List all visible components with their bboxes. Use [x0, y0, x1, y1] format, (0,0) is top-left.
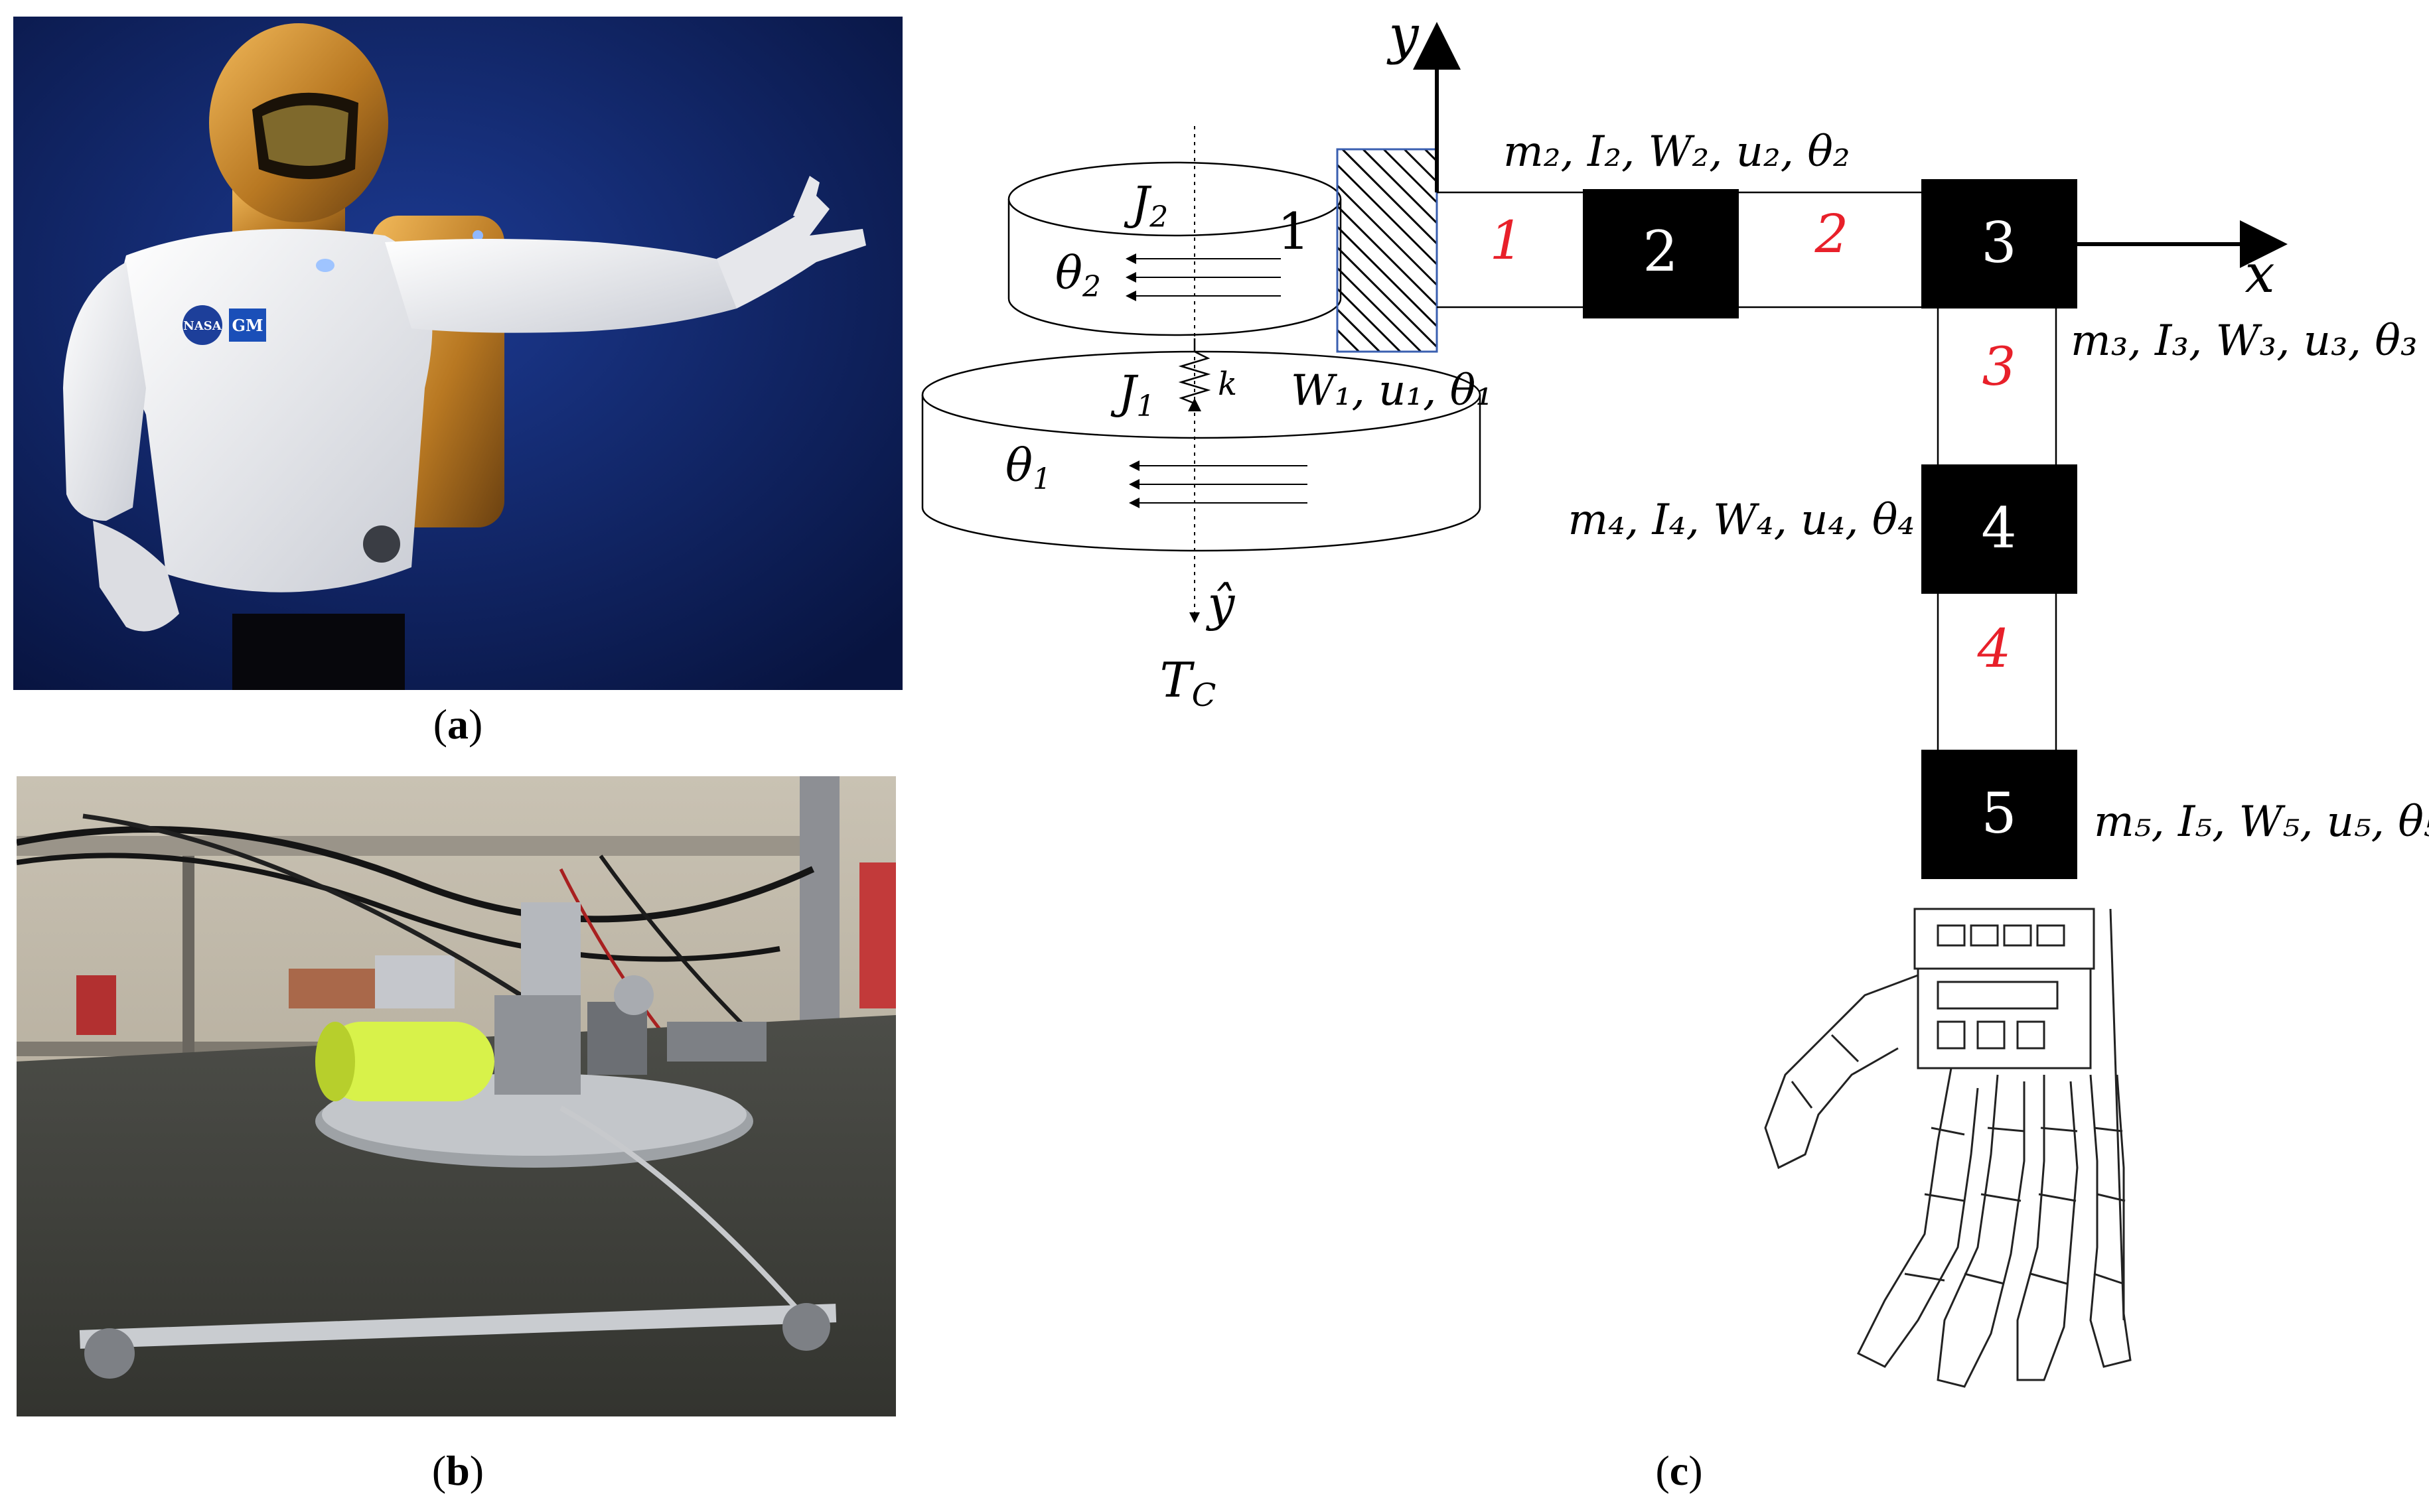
rotation-arrows-upper [1126, 253, 1281, 301]
caption-a: (a) [433, 701, 483, 748]
gm-badge-text: GM [232, 316, 263, 335]
y-hat-label: ŷ [1206, 576, 1236, 632]
photo-testbed [17, 776, 896, 1416]
y-axis-label: y [1386, 4, 1420, 66]
x-axis-label: x [2245, 243, 2274, 305]
node-5-params: m₅, I₅, W₅, u₅, θ₅ [2094, 797, 2429, 847]
node-1-params: W₁, u₁, θ₁ [1291, 366, 1493, 415]
nasa-logo [183, 305, 222, 345]
robot-illustration: NASA GM [13, 17, 903, 690]
lower-disk [921, 350, 1481, 552]
node-3 [1921, 179, 2077, 309]
spring-label: k [1218, 366, 1237, 403]
diagram-panel: 2 3 4 5 1 2 3 4 y x ŷ TC J2 θ2 J1 θ1 k 1… [903, 0, 2429, 1433]
node-3-params: m₃, I₃, W₃, u₃, θ₃ [2071, 316, 2418, 366]
lower-disk-angle: θ1 [1005, 440, 1051, 496]
link-1-label: 1 [1490, 210, 1524, 271]
link-4-label: 4 [1977, 618, 2012, 679]
link-3-label: 3 [1982, 336, 2016, 397]
node-2-params: m₂, I₂, W₂, u₂, θ₂ [1503, 127, 1850, 176]
node-5-label: 5 [1981, 781, 2016, 846]
spring-icon [1178, 338, 1211, 411]
node-4 [1921, 464, 2077, 594]
rotation-arrows-lower [1129, 460, 1307, 508]
gm-logo [229, 309, 266, 342]
node-4-params: m₄, I₄, W₄, u₄, θ₄ [1568, 496, 1915, 545]
node-4-label: 4 [1981, 496, 2016, 561]
caption-c: (c) [1655, 1447, 1703, 1494]
testbed-illustration [17, 776, 896, 1416]
caption-b: (b) [431, 1447, 484, 1494]
node-2-label: 2 [1643, 219, 1678, 284]
node-3-label: 3 [1981, 210, 2016, 275]
beam-links [1437, 191, 2057, 750]
node-2 [1583, 189, 1739, 318]
torque-label: TC [1160, 652, 1216, 714]
wall-node-label: 1 [1278, 202, 1309, 261]
photo-robot: NASA GM [13, 17, 903, 690]
mass-spring-diagram: 2 3 4 5 1 2 3 4 y x ŷ TC J2 θ2 J1 θ1 k 1… [921, 4, 2429, 1388]
link-2-label: 2 [1814, 203, 1849, 265]
robot-hand-drawing [1764, 908, 2132, 1388]
nasa-badge-text: NASA [183, 319, 222, 333]
node-5 [1921, 750, 2077, 879]
upper-disk-angle: θ2 [1055, 247, 1101, 304]
fixed-wall [1336, 148, 1438, 353]
